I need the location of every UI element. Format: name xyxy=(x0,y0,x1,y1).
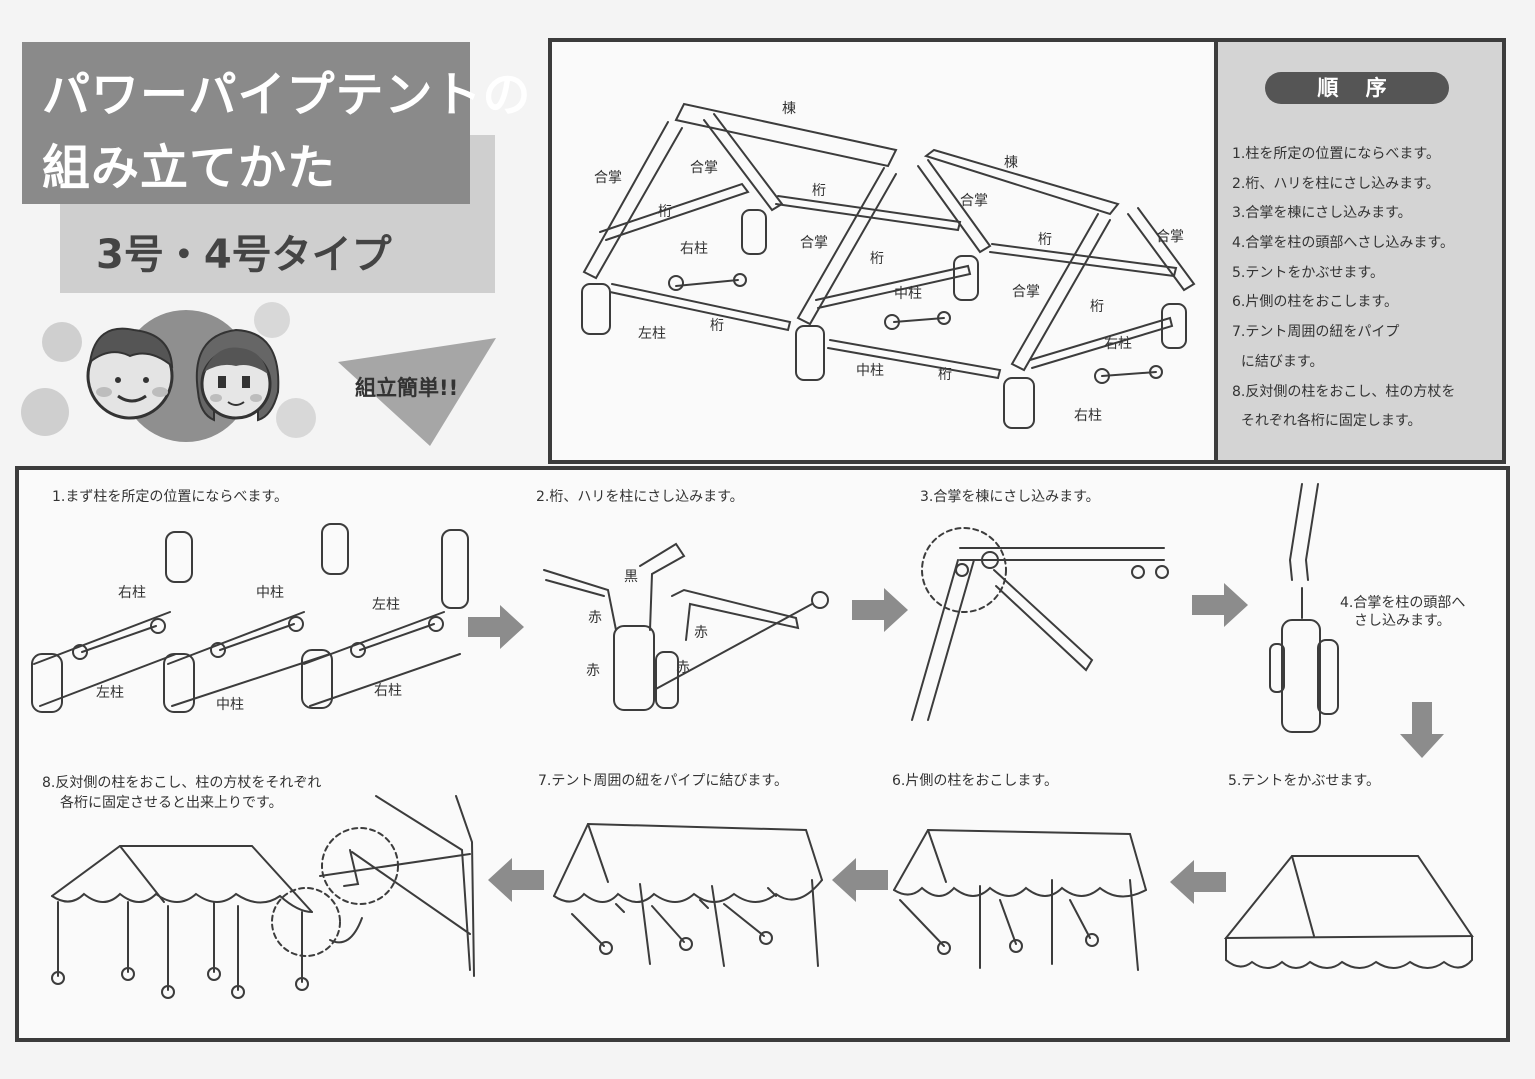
page-subtitle: 3号・4号タイプ xyxy=(96,232,392,278)
order-item: 6.片側の柱をおこします。 xyxy=(1232,294,1398,311)
page-title-line2: 組み立てかた xyxy=(42,140,337,196)
step-7-caption: 7.テント周囲の紐をパイプに結びます。 xyxy=(538,773,788,789)
label-ridge: 棟 xyxy=(782,101,796,117)
title-box xyxy=(22,42,470,204)
step2-red-mark-label: 赤 xyxy=(586,663,600,679)
order-item: 1.柱を所定の位置にならべます。 xyxy=(1232,146,1440,162)
order-item: 2.桁、ハリを柱にさし込みます。 xyxy=(1232,175,1440,192)
step-2-caption: 2.桁、ハリを柱にさし込みます。 xyxy=(536,489,744,505)
label-center-post: 中柱 xyxy=(856,363,884,379)
label-rafter: 合掌 xyxy=(1012,284,1040,300)
step1-right-post-label: 右柱 xyxy=(374,683,402,699)
step1-center-post-label: 中柱 xyxy=(216,697,244,713)
label-center-post: 中柱 xyxy=(894,286,922,302)
step2-red-mark-label: 赤 xyxy=(694,625,708,641)
step-8-caption-cont: 各桁に固定させると出来上りです。 xyxy=(60,795,283,811)
label-rafter: 合掌 xyxy=(690,160,718,176)
label-beam: 桁 xyxy=(938,367,952,383)
step-4-caption-cont: さし込みます。 xyxy=(1354,613,1451,629)
label-beam: 桁 xyxy=(812,183,826,199)
label-beam: 桁 xyxy=(710,318,724,334)
label-beam: 桁 xyxy=(1090,299,1104,315)
easy-assembly-label: 組立簡単!! xyxy=(355,376,459,400)
label-left-post: 左柱 xyxy=(638,326,666,342)
step-5-caption: 5.テントをかぶせます。 xyxy=(1228,773,1380,789)
order-item: 3.合掌を棟にさし込みます。 xyxy=(1232,205,1412,222)
boy-face-icon xyxy=(86,327,174,420)
step-3-caption: 3.合掌を棟にさし込みます。 xyxy=(920,489,1100,505)
step2-red-mark-label: 赤 xyxy=(588,610,602,626)
steps-panel xyxy=(15,466,1510,1042)
label-rafter: 合掌 xyxy=(960,193,988,209)
order-item: それぞれ各桁に固定します。 xyxy=(1232,413,1422,430)
label-right-post: 右柱 xyxy=(1104,336,1132,352)
step-1-caption: 1.まず柱を所定の位置にならべます。 xyxy=(52,489,288,505)
step1-left-post-label: 左柱 xyxy=(372,597,400,613)
order-panel xyxy=(1214,42,1502,460)
step-6-caption: 6.片側の柱をおこします。 xyxy=(892,773,1058,789)
page-title-line1: パワーパイプテントの xyxy=(42,67,532,123)
step1-center-post-label: 中柱 xyxy=(256,585,284,601)
order-item: 4.合掌を柱の頭部へさし込みます。 xyxy=(1232,235,1454,252)
step2-black-mark-label: 黒 xyxy=(624,569,638,585)
step2-red-mark-label: 赤 xyxy=(676,660,690,676)
step-8-caption: 8.反対側の柱をおこし、柱の方杖をそれぞれ xyxy=(42,775,322,791)
order-list: 1.柱を所定の位置にならべます。 2.桁、ハリを柱にさし込みます。 3.合掌を棟… xyxy=(1232,140,1455,437)
label-beam: 桁 xyxy=(1038,232,1052,248)
label-rafter: 合掌 xyxy=(1156,229,1184,245)
order-item: 5.テントをかぶせます。 xyxy=(1232,264,1384,281)
label-rafter: 合掌 xyxy=(800,235,828,251)
step-4-caption: 4.合掌を柱の頭部へ xyxy=(1340,595,1466,611)
label-right-post: 右柱 xyxy=(680,241,708,257)
step1-right-post-label: 右柱 xyxy=(118,585,146,601)
label-right-post: 右柱 xyxy=(1074,408,1102,424)
label-ridge: 棟 xyxy=(1004,155,1018,171)
label-beam: 桁 xyxy=(870,251,884,267)
order-item: 8.反対側の柱をおこし、柱の方杖を xyxy=(1232,383,1456,400)
label-rafter: 合掌 xyxy=(594,170,622,186)
step1-left-post-label: 左柱 xyxy=(96,685,124,701)
order-item: に結びます。 xyxy=(1232,353,1324,370)
girl-face-icon xyxy=(195,328,280,422)
label-beam: 桁 xyxy=(658,204,672,220)
order-item: 7.テント周囲の紐をパイプ xyxy=(1232,324,1400,341)
order-heading: 順 序 xyxy=(1265,72,1449,104)
